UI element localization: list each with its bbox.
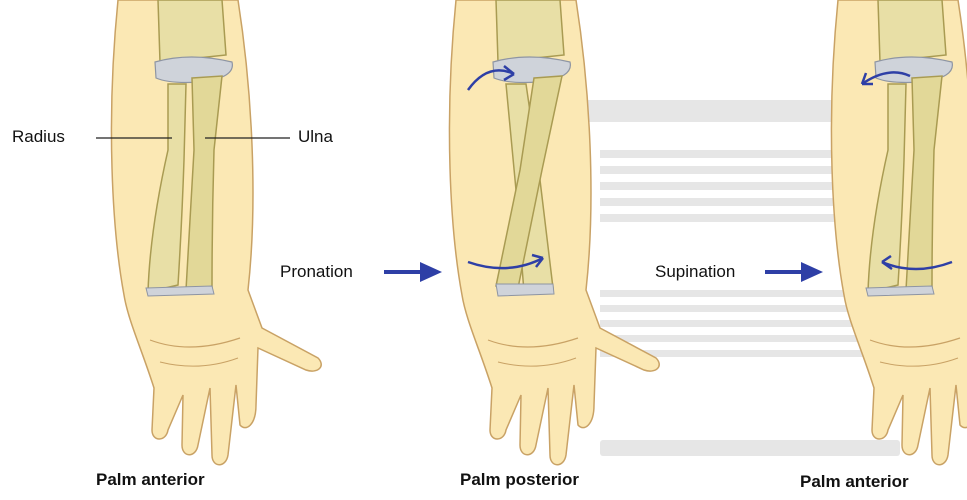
right-arrow-icon [384,262,442,282]
humerus-bone [158,0,226,62]
right-arrow-icon [765,262,823,282]
radius-label: Radius [12,127,65,147]
middle-forearm [449,0,659,465]
humerus-bone [496,0,564,62]
caption-palm-posterior: Palm posterior [460,470,579,490]
caption-palm-anterior-right: Palm anterior [800,472,909,492]
ulna-label: Ulna [298,127,333,147]
humerus-bone [878,0,946,62]
pronation-label: Pronation [280,262,353,282]
left-forearm [96,0,321,465]
supination-label: Supination [655,262,735,282]
right-forearm [831,0,967,465]
caption-palm-anterior-left: Palm anterior [96,470,205,490]
